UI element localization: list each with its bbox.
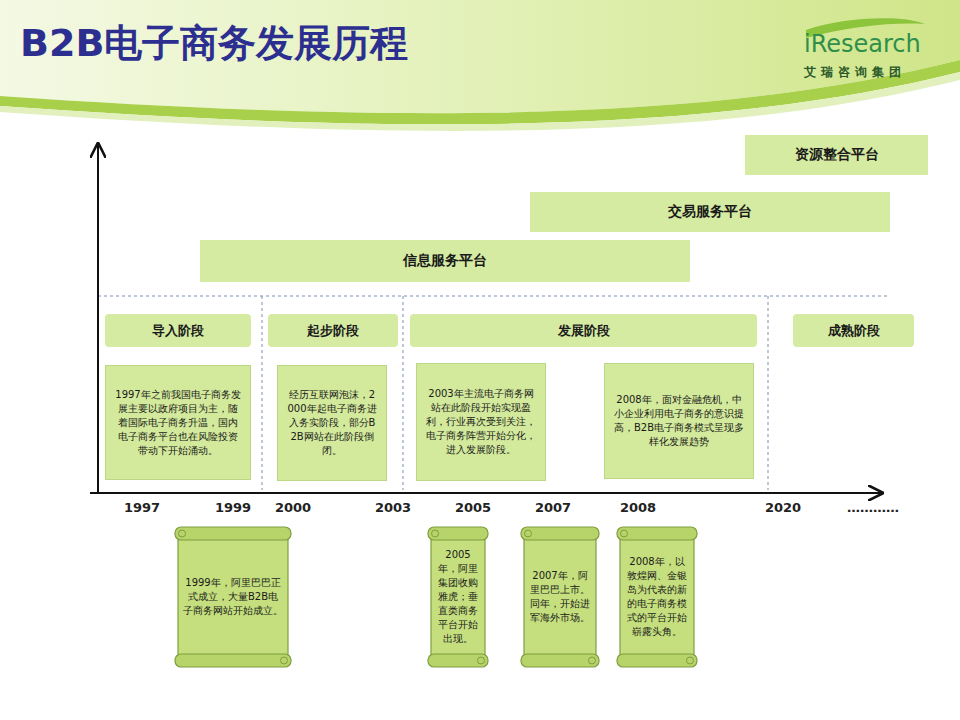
- scroll-roll: [428, 527, 488, 540]
- scroll-outline: [616, 526, 698, 668]
- year-label: 1997: [124, 500, 160, 515]
- event-scroll: 2005年，阿里集团收购雅虎；垂直类商务平台开始出现。: [427, 526, 489, 668]
- scroll-curl: [179, 530, 186, 537]
- scroll-roll: [617, 654, 697, 667]
- node-text: 2008年，面对金融危机，中小企业利用电子商务的意识提高，B2B电子商务模式呈现…: [613, 393, 745, 449]
- logo-subtitle: 艾瑞咨询集团: [804, 64, 906, 81]
- event-scroll: 2007年，阿里巴巴上市。同年，开始进军海外市场。: [520, 526, 600, 668]
- node-text: 起步阶段: [307, 322, 359, 340]
- scroll-curl: [621, 530, 628, 537]
- axis-continuation: …………: [847, 500, 899, 515]
- scroll-curl: [687, 657, 694, 664]
- platform-bar: 信息服务平台: [200, 240, 690, 282]
- phase-header: 成熟阶段: [793, 314, 914, 347]
- phase-description: 2008年，面对金融危机，中小企业利用电子商务的意识提高，B2B电子商务模式呈现…: [604, 363, 754, 479]
- event-scroll: 2008年，以敦煌网、金银岛为代表的新的电子商务模式的平台开始崭露头角。: [616, 526, 698, 668]
- scroll-curl: [281, 657, 288, 664]
- phase-header: 起步阶段: [268, 314, 398, 347]
- scroll-body: [431, 534, 485, 660]
- node-text: 导入阶段: [152, 322, 204, 340]
- node-text: 1999年，阿里巴巴正式成立，大量B2B电子商务网站开始成立。: [183, 576, 283, 618]
- year-label: 2007: [535, 500, 571, 515]
- y-axis: [97, 144, 99, 493]
- header-stripe: [0, 60, 960, 124]
- node-text: 1997年之前我国电子商务发展主要以政府项目为主，随着国际电子商务升温，国内电子…: [114, 388, 242, 458]
- scroll-roll: [521, 527, 599, 540]
- node-text: 经历互联网泡沫，2000年起电子商务进入务实阶段，部分B2B网站在此阶段倒闭。: [286, 388, 378, 458]
- node-text: 成熟阶段: [828, 322, 880, 340]
- node-text: 信息服务平台: [403, 252, 487, 270]
- scroll-curl: [478, 657, 485, 664]
- scroll-curl: [589, 657, 596, 664]
- platform-bar: 交易服务平台: [530, 192, 890, 232]
- logo-text: iResearch: [804, 30, 921, 58]
- scroll-body: [524, 534, 596, 660]
- event-scroll: 1999年，阿里巴巴正式成立，大量B2B电子商务网站开始成立。: [174, 526, 292, 668]
- phase-header: 导入阶段: [105, 314, 251, 347]
- scroll-outline: [520, 526, 600, 668]
- scroll-body: [178, 534, 288, 660]
- node-text: 发展阶段: [558, 322, 610, 340]
- scroll-roll: [521, 654, 599, 667]
- phase-header: 发展阶段: [410, 314, 757, 347]
- node-text: 交易服务平台: [668, 203, 752, 221]
- scroll-curl: [432, 530, 439, 537]
- year-label: 2003: [375, 500, 411, 515]
- scroll-roll: [175, 654, 291, 667]
- phase-description: 1997年之前我国电子商务发展主要以政府项目为主，随着国际电子商务升温，国内电子…: [105, 365, 251, 480]
- x-axis: [90, 492, 882, 494]
- scroll-roll: [175, 527, 291, 540]
- phase-grid: [98, 296, 888, 490]
- node-text: 2007年，阿里巴巴上市。同年，开始进军海外市场。: [529, 569, 591, 625]
- node-text: 2008年，以敦煌网、金银岛为代表的新的电子商务模式的平台开始崭露头角。: [625, 555, 689, 639]
- node-text: 资源整合平台: [795, 146, 879, 164]
- node-text: 2003年主流电子商务网站在此阶段开始实现盈利，行业再次受到关注，电子商务阵营开…: [425, 387, 537, 457]
- header-stripe: [0, 72, 960, 131]
- phase-description: 2003年主流电子商务网站在此阶段开始实现盈利，行业再次受到关注，电子商务阵营开…: [416, 363, 546, 481]
- platform-bar: 资源整合平台: [745, 135, 928, 175]
- year-label: 1999: [215, 500, 251, 515]
- year-label: 2020: [765, 500, 801, 515]
- scroll-roll: [617, 527, 697, 540]
- phase-description: 经历互联网泡沫，2000年起电子商务进入务实阶段，部分B2B网站在此阶段倒闭。: [277, 365, 387, 481]
- year-label: 2005: [455, 500, 491, 515]
- scroll-roll: [428, 654, 488, 667]
- node-text: 2005年，阿里集团收购雅虎；垂直类商务平台开始出现。: [436, 548, 480, 646]
- scroll-curl: [525, 530, 532, 537]
- title: B2B电子商务发展历程: [20, 18, 408, 69]
- year-label: 2008: [620, 500, 656, 515]
- scroll-body: [620, 534, 694, 660]
- year-label: 2000: [275, 500, 311, 515]
